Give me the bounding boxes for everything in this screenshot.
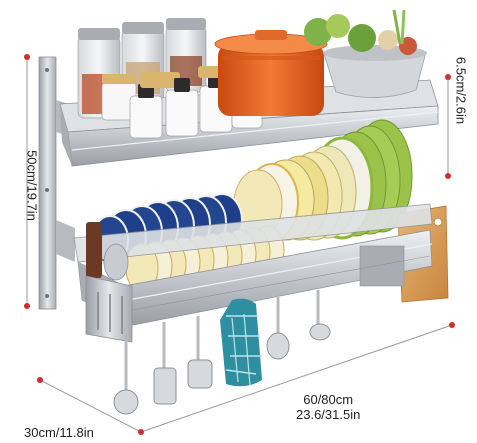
hanging-utensils (113, 290, 331, 415)
dimension-lines (26, 57, 453, 433)
width-dimension-label: 60/80cm 23.6/31.5in (296, 392, 360, 422)
utensil-holder (85, 222, 133, 343)
height-dimension-label: 50cm/19.7in (24, 150, 40, 221)
width-imperial-label: 23.6/31.5in (296, 407, 361, 422)
orange-storage-pot (214, 30, 328, 116)
vegetable-colander (304, 9, 427, 98)
width-metric-label: 60/80cm (303, 392, 354, 407)
depth-dimension-label: 30cm/11.8in (24, 425, 94, 440)
towel (220, 298, 262, 387)
dimension-dots (24, 54, 455, 435)
wall-bracket (38, 56, 75, 310)
shelf-depth-dimension-label: 6.5cm/2.6in (453, 56, 469, 125)
